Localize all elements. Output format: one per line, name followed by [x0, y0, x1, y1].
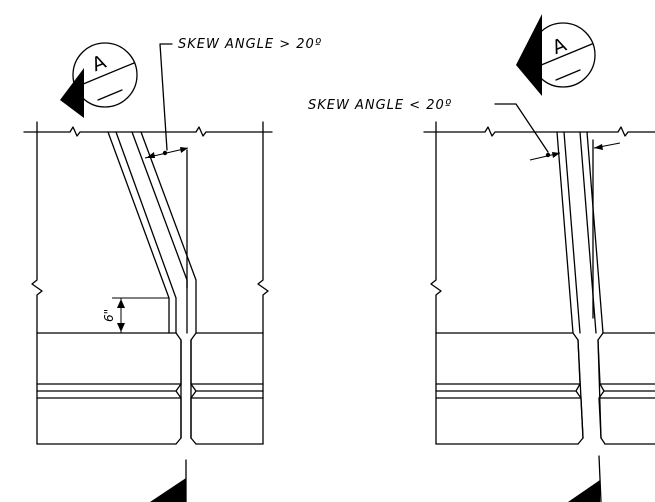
six-inch-dimension-label: 6": [102, 309, 116, 322]
left-joint-line-4: [140, 131, 197, 334]
left-skew-angle-label: SKEW ANGLE > 20º: [178, 37, 322, 52]
section-marker-underline: [97, 89, 123, 101]
section-marker-underline: [555, 69, 581, 81]
right-angle-leader: [494, 103, 549, 153]
left-side-wall-right: [257, 121, 269, 334]
section-arrow-icon: [60, 68, 84, 118]
right-angle-arrow-icon: [594, 144, 603, 150]
left-detail: A SKEW ANGLE > 20º 6": [23, 37, 322, 502]
right-angle-vertex-dot: [545, 152, 551, 158]
right-side-wall-left: [430, 121, 442, 334]
left-top-break-line: [23, 126, 273, 137]
dimension-arrow-icon: [117, 299, 125, 308]
section-marker-divider: [533, 43, 593, 69]
right-slab-left: [435, 332, 584, 445]
left-section-tag: A: [89, 51, 109, 76]
right-detail: A SKEW ANGLE < 20º: [308, 14, 655, 502]
right-joint-line-4: [586, 131, 604, 334]
left-section-marker: A: [60, 42, 138, 118]
right-angle-arrow-icon: [552, 152, 560, 158]
left-angle-leader: [159, 43, 173, 151]
right-joint-line-2: [563, 131, 581, 334]
left-side-wall-left: [31, 121, 43, 334]
section-marker-circle: [72, 42, 138, 108]
left-joint-line-1: [107, 131, 170, 334]
right-section-tag: A: [549, 34, 569, 59]
dimension-arrow-icon: [117, 323, 125, 332]
left-angle-arrow-icon: [146, 152, 155, 158]
right-section-marker: A: [516, 14, 596, 96]
left-angle-arrow-icon: [180, 147, 188, 153]
left-slab-left: [36, 332, 182, 445]
right-slab-right: [597, 332, 655, 445]
right-section-cut-line: [598, 455, 602, 502]
right-top-break-line: [423, 126, 655, 137]
left-angle-vertex-dot: [162, 150, 168, 156]
left-joint-line-2: [115, 131, 177, 334]
section-marker-divider: [75, 62, 135, 88]
right-joint-line-1: [556, 131, 574, 334]
section-cut-arrow-icon: [150, 478, 186, 502]
section-arrow-icon: [516, 14, 542, 96]
section-cut-arrow-icon: [568, 480, 600, 502]
right-skew-angle-label: SKEW ANGLE < 20º: [308, 98, 452, 113]
left-slab-right: [190, 332, 264, 445]
